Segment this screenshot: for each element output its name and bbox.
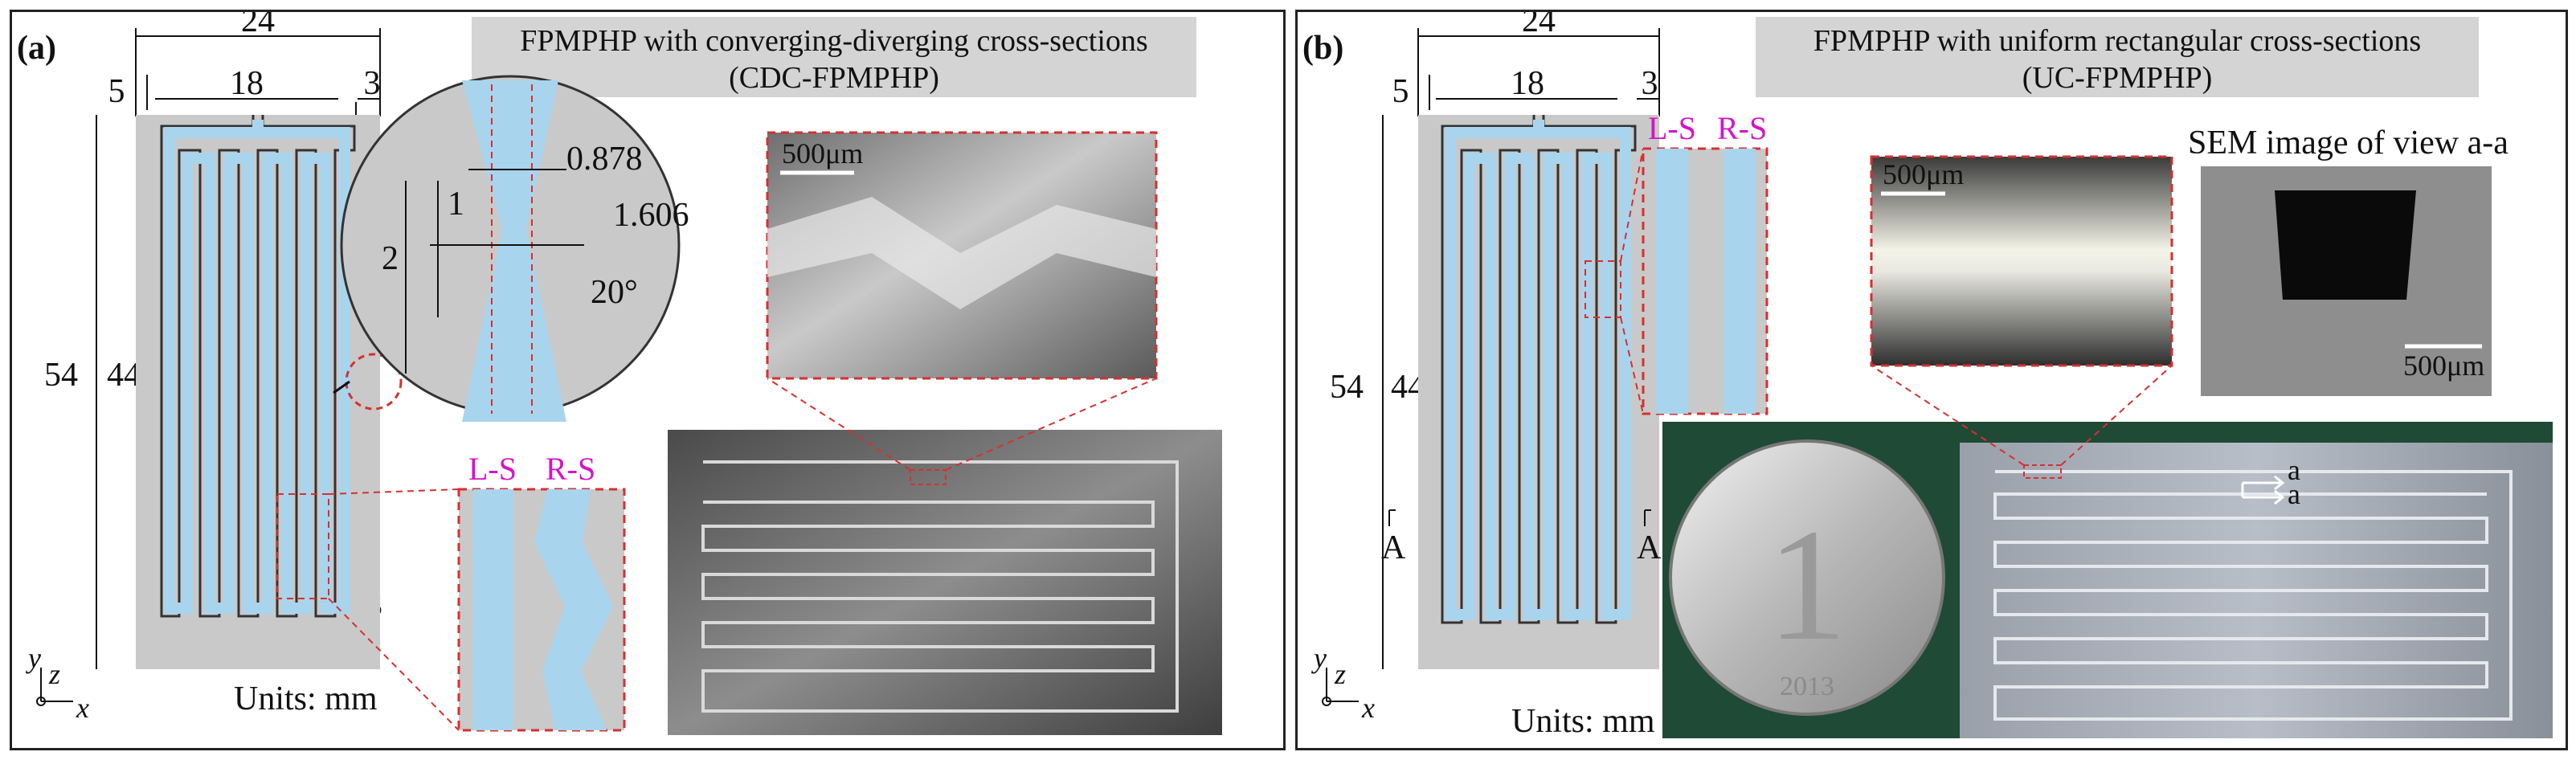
panel-a-zoom-arrow [333,380,350,394]
panel-a-zoom-pitch1: 1 [448,186,464,223]
panel-b: (b) FPMPHP with uniform rectangular cros… [1295,2,2568,750]
panel-b-axis-triad [1322,668,1359,706]
panel-a-dim-channel-height: 44 [107,357,141,394]
panel-b-axis-x: x [1361,692,1375,724]
panel-b-coin-value: 1 [1767,496,1847,674]
panel-b-dim-inner-width: 18 [1511,65,1544,102]
panel-b-sem-channel [2275,190,2416,300]
panel-b-dim-edge: 3 [1642,65,1658,102]
panel-b-device-zoom-marker [2023,464,2062,479]
panel-a-units: Units: mm [234,680,378,717]
panel-b-units: Units: mm [1511,703,1655,740]
panel-a-zoom-marker [345,353,403,411]
panel-a-axis-triad [36,668,73,706]
panel-a-device-zoom-marker [910,469,947,485]
panel-a-axis-y: y [26,642,41,674]
panel-b-zoom-leader [1620,148,1644,415]
panel-a-dim-width: 24 [241,12,275,39]
panel-a-dim-height: 54 [44,357,78,394]
panel-b-coin [1669,439,1945,716]
panel-b-scale-label: 500μm [1883,158,1964,190]
panel-a-section-rs [534,489,613,730]
panel-a-axis-x: x [76,692,89,724]
panel-b-coin-year: 2013 [1780,672,1834,701]
panel-b-device-channels [1993,470,2513,721]
panel-b-section-right-label: R-S [1717,110,1767,146]
panel-b-section-rs [1723,149,1756,414]
panel-b-dim-width: 24 [1522,12,1556,39]
panel-a-axis-z: z [48,658,60,690]
panel-b-dim-margin-top: 5 [1392,73,1409,110]
panel-b-dim-height: 54 [1330,369,1364,406]
panel-b-view-arrows [2241,475,2285,505]
panel-b-channel-outline [1441,115,1637,624]
panel-a-device-channels [701,460,1179,713]
panel-a-section-ls [473,489,513,730]
panel-a-label: (a) [17,30,56,67]
panel-a-section-marker [276,493,329,599]
panel-b-device-leader [1871,365,2173,466]
panel-a-channel-fill [164,120,350,614]
panel-a-zoom-narrow: 0.878 [566,141,643,178]
panel-b-view-mark-top: a [2288,454,2300,486]
panel-a-dim-inner-width: 18 [230,65,264,102]
panel-b-sem-title: SEM image of view a-a [2188,125,2509,161]
panel-b-section-left-label: L-S [1648,110,1696,146]
panel-a-figure: (a) FPMPHP with converging-diverging cro… [17,2,1222,735]
panel-a-device-leader [767,378,1157,471]
panel-a-zoom-centerlines [491,84,533,414]
panel-b-axis-z: z [1334,658,1346,690]
panel-a-dim-edge: 3 [364,65,381,102]
panel-a-zoom-angle: 20° [591,274,638,311]
panel-a-micrograph-channel [767,197,1156,309]
panel-b-title-line1: FPMPHP with uniform rectangular cross-se… [1813,24,2421,58]
panel-a-zoom-channel [462,80,566,422]
panel-b-view-mark-bottom: a [2288,478,2300,510]
panel-b-label: (b) [1302,30,1343,67]
panel-a-title-line1: FPMPHP with converging-diverging cross-s… [520,24,1147,58]
panel-a-title-box [472,17,1196,97]
panel-b-title-box [1756,17,2479,97]
panel-a-scale-label: 500μm [782,137,863,170]
panel-b-section-mark-lines [1388,509,1651,526]
panel-b-figure: (b) FPMPHP with uniform rectangular cros… [1302,2,2553,740]
panel-a-section-right-label: R-S [546,451,595,487]
panel-a-zoom-pitch2: 2 [382,240,399,277]
panel-a-device-photo [668,430,1222,735]
panel-a-dim-margin-top: 5 [108,73,125,110]
panel-a-section-left-label: L-S [468,451,517,487]
panel-a-section-leader [328,488,460,731]
panel-a-zoom-dimlines [405,169,584,374]
panel-b-channel-fill [1445,120,1631,620]
panel-b-title-line2: (UC-FPMPHP) [2022,61,2213,95]
panel-b-axis-y: y [1311,642,1327,674]
panel-b-section-ls [1656,149,1688,414]
panel-b-section-mark-right: A [1637,529,1662,566]
panel-a-zoom-wide: 1.606 [613,197,689,234]
panel-b-sem-scale-label: 500μm [2403,349,2484,382]
panel-b-zoom-marker [1584,260,1621,318]
panel-a: (a) FPMPHP with converging-diverging cro… [10,2,1286,750]
panel-a-channel-outline [160,115,356,618]
panel-b-section-mark-left: A [1381,529,1406,566]
panel-a-title-line2: (CDC-FPMPHP) [729,61,939,95]
panel-b-micrograph [1870,155,2173,367]
